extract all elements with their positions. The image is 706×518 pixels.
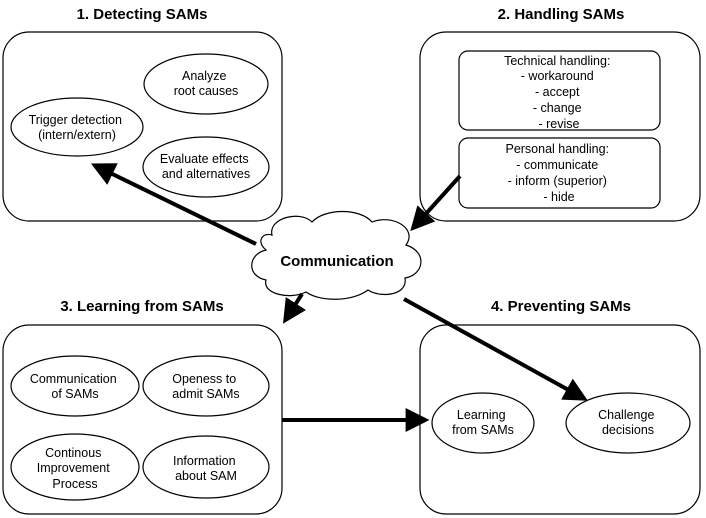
technical-handling-label: Technical handling: - workaround - accep… xyxy=(504,54,614,131)
node-evaluate-effects-label: Evaluate effects and alternatives xyxy=(160,152,252,181)
cloud-label: Communication xyxy=(280,253,393,270)
section-title-preventing: 4. Preventing SAMs xyxy=(491,298,631,315)
technical-handling-box: Technical handling: - workaround - accep… xyxy=(458,50,661,131)
section-title-handling: 2. Handling SAMs xyxy=(498,6,625,23)
node-trigger-detection: Trigger detection (intern/extern) xyxy=(10,97,144,157)
section-title-detecting: 1. Detecting SAMs xyxy=(77,6,208,23)
node-challenge-decisions-label: Challenge decisions xyxy=(598,408,658,437)
node-trigger-detection-label: Trigger detection (intern/extern) xyxy=(29,113,126,142)
personal-handling-box: Personal handling: - communicate - infor… xyxy=(458,137,661,209)
arrow-cloud-to-learning xyxy=(282,292,307,324)
node-learning-from-sams: Learning from SAMs xyxy=(431,392,535,454)
section-title-learning: 3. Learning from SAMs xyxy=(60,298,223,315)
node-learning-from-sams-label: Learning from SAMs xyxy=(452,408,514,437)
node-communication-of-sams-label: Communication of SAMs xyxy=(30,372,120,401)
node-analyze-root-causes-label: Analyze root causes xyxy=(174,69,239,98)
arrow-cloud-to-trigger xyxy=(90,163,257,246)
node-continous-improvement-label: Continous Improvement Process xyxy=(37,446,113,491)
node-analyze-root-causes: Analyze root causes xyxy=(143,53,269,115)
node-information-about-sam: Information about SAM xyxy=(142,435,270,499)
section-handling: 2. Handling SAMs Technical handling: - w… xyxy=(419,6,701,222)
arrow-handling-to-cloud xyxy=(410,174,462,232)
node-evaluate-effects: Evaluate effects and alternatives xyxy=(142,136,270,198)
node-challenge-decisions: Challenge decisions xyxy=(565,392,691,454)
node-continous-improvement: Continous Improvement Process xyxy=(10,433,140,501)
node-information-about-sam-label: Information about SAM xyxy=(173,454,239,483)
section-preventing: 4. Preventing SAMs Learning from SAMs Ch… xyxy=(419,298,701,515)
personal-handling-label: Personal handling: - communicate - infor… xyxy=(505,142,612,204)
node-communication-of-sams: Communication of SAMs xyxy=(10,355,140,417)
node-openess-to-admit-label: Openess to admit SAMs xyxy=(172,372,239,401)
node-openess-to-admit: Openess to admit SAMs xyxy=(142,355,270,417)
section-learning: 3. Learning from SAMs Communication of S… xyxy=(2,298,283,515)
arrow-cloud-to-challenge xyxy=(403,297,588,401)
section-detecting: 1. Detecting SAMs Trigger detection (int… xyxy=(2,6,283,222)
communication-cloud: Communication xyxy=(251,211,422,300)
